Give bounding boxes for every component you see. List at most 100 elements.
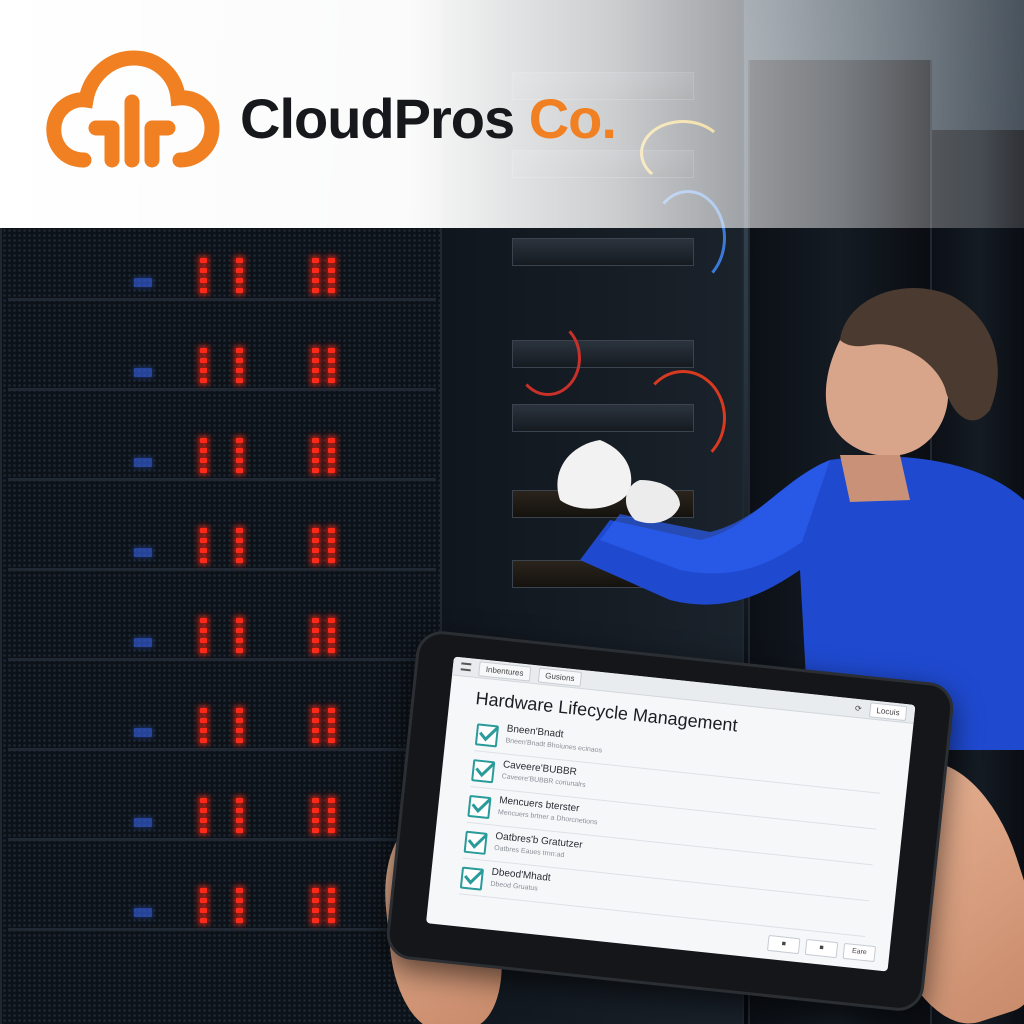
status-led xyxy=(200,798,207,803)
cable xyxy=(515,320,581,396)
tab-sessions[interactable]: Gusions xyxy=(537,666,583,687)
status-led xyxy=(236,818,243,823)
status-led xyxy=(134,908,152,917)
status-led xyxy=(200,458,207,463)
footer-save-button[interactable]: Eare xyxy=(842,942,877,963)
status-led xyxy=(236,648,243,653)
status-led xyxy=(236,628,243,633)
list-item[interactable]: Bneen'Bnadt Bneen'Bnadt Bhoiunes ecinaos xyxy=(474,715,884,794)
list-item[interactable]: Mencuers bterster Mencuers brtner a Dhor… xyxy=(466,786,877,866)
status-led xyxy=(134,458,152,467)
checkbox[interactable] xyxy=(471,759,496,784)
status-led xyxy=(200,908,207,913)
status-led xyxy=(312,538,319,543)
status-led xyxy=(200,708,207,713)
status-led xyxy=(312,808,319,813)
status-led xyxy=(200,368,207,373)
status-led xyxy=(312,888,319,893)
header-banner: CloudPros Co. xyxy=(0,0,1024,228)
status-led xyxy=(328,358,335,363)
status-led xyxy=(328,348,335,353)
status-led xyxy=(312,468,319,473)
status-led xyxy=(200,898,207,903)
status-led xyxy=(200,528,207,533)
status-led xyxy=(200,558,207,563)
checkbox[interactable] xyxy=(467,794,492,820)
status-led xyxy=(328,458,335,463)
status-led xyxy=(328,908,335,913)
list-item[interactable]: Dbeod'Mhadt Dbeod Gruatus xyxy=(459,858,869,938)
tab-inventory[interactable]: Inbentures xyxy=(478,660,532,682)
status-led xyxy=(134,368,152,377)
status-led xyxy=(200,348,207,353)
status-led xyxy=(328,448,335,453)
menu-icon[interactable] xyxy=(460,662,472,672)
status-led xyxy=(312,618,319,623)
status-led xyxy=(312,458,319,463)
cloud-network-icon xyxy=(46,50,220,168)
status-led xyxy=(134,818,152,827)
status-led xyxy=(328,618,335,623)
footer-button[interactable]: ■ xyxy=(766,934,801,955)
status-led xyxy=(236,448,243,453)
status-led xyxy=(312,548,319,553)
status-led xyxy=(328,808,335,813)
checkbox[interactable] xyxy=(474,723,500,748)
status-led xyxy=(312,448,319,453)
status-led xyxy=(328,708,335,713)
status-led xyxy=(328,628,335,633)
status-led xyxy=(200,268,207,273)
status-led xyxy=(312,288,319,293)
status-led xyxy=(236,798,243,803)
status-led xyxy=(312,798,319,803)
status-led xyxy=(312,268,319,273)
checkbox[interactable] xyxy=(459,866,484,891)
brand-name-main: CloudPros xyxy=(240,87,515,150)
status-led xyxy=(328,368,335,373)
brand-name: CloudPros Co. xyxy=(240,86,617,151)
status-led xyxy=(328,818,335,823)
status-led xyxy=(236,268,243,273)
status-led xyxy=(200,818,207,823)
list-item[interactable]: Oatbres'b Gratutzer Oatbres Eaues trnn:a… xyxy=(462,822,873,902)
status-led xyxy=(236,718,243,723)
status-led xyxy=(236,898,243,903)
footer-button[interactable]: ■ xyxy=(804,938,839,959)
status-led xyxy=(236,558,243,563)
status-led xyxy=(236,258,243,263)
status-led xyxy=(328,798,335,803)
checkbox[interactable] xyxy=(463,830,488,855)
status-led xyxy=(236,368,243,373)
status-led xyxy=(236,888,243,893)
status-led xyxy=(328,538,335,543)
status-led xyxy=(328,278,335,283)
status-led xyxy=(328,378,335,383)
status-led xyxy=(236,358,243,363)
status-led xyxy=(236,278,243,283)
tablet-device: Inbentures Gusions ⟳ Locuis Hardware Lif… xyxy=(384,628,956,1014)
status-led xyxy=(312,638,319,643)
refresh-icon[interactable]: ⟳ xyxy=(854,703,863,713)
topbar-right-button[interactable]: Locuis xyxy=(868,701,908,721)
server-rack-left xyxy=(0,228,444,1024)
status-led xyxy=(328,258,335,263)
status-led xyxy=(312,628,319,633)
task-subtitle: Dbeod Gruatus xyxy=(490,880,539,893)
status-led xyxy=(200,728,207,733)
status-led xyxy=(236,528,243,533)
status-led xyxy=(328,268,335,273)
status-led xyxy=(200,358,207,363)
status-led xyxy=(200,918,207,923)
status-led xyxy=(328,438,335,443)
status-led xyxy=(312,348,319,353)
tablet-screen: Inbentures Gusions ⟳ Locuis Hardware Lif… xyxy=(425,656,916,972)
list-item[interactable]: Caveere'BUBBR Caveere'BUBBR coriunalrs xyxy=(470,751,880,830)
task-subtitle: Mencuers brtner a Dhorcnetions xyxy=(497,808,598,827)
status-led xyxy=(200,808,207,813)
cable xyxy=(640,370,726,466)
status-led xyxy=(328,918,335,923)
screen-footer: ■ ■ Eare xyxy=(766,934,877,963)
status-led xyxy=(200,538,207,543)
status-led xyxy=(236,638,243,643)
status-led xyxy=(236,828,243,833)
